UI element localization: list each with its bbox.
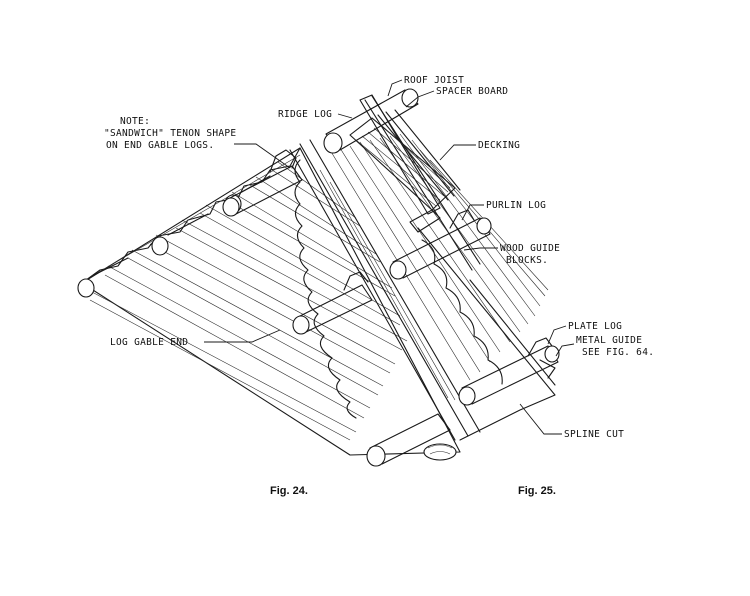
purlin-log-left [292,271,373,335]
fig-24-caption: Fig. 24. [270,485,308,497]
spline-cut-label: SPLINE CUT [564,429,624,440]
ridge-log-label: RIDGE LOG [278,109,332,120]
roof-rafter-assembly [289,95,556,441]
log-gable-end-label: LOG GABLE END [110,337,188,348]
scalloped-log-ends [294,159,503,419]
spacer-board-label: SPACER BOARD [436,86,508,97]
leader-lines [204,79,575,435]
bottom-log [366,413,457,467]
upper-purlin-log [222,149,303,217]
wood-guide-label-2: BLOCKS. [506,255,548,266]
plate-log-label: PLATE LOG [568,321,622,332]
log-end [151,236,169,256]
purlin-log-label: PURLIN LOG [486,200,546,211]
metal-guide-label-1: METAL GUIDE [576,335,642,346]
log-gable-end-wall [77,147,461,456]
labels: NOTE: "SANDWICH" TENON SHAPE ON END GABL… [104,75,654,440]
metal-guide-label-2: SEE FIG. 64. [582,347,654,358]
note-line-2: "SANDWICH" TENON SHAPE [104,128,236,139]
ridge-log-end [323,132,343,154]
ridge-log [323,88,419,154]
note-line-3: ON END GABLE LOGS. [106,140,214,151]
roof-joist-label: ROOF JOIST [404,75,464,86]
log-end [77,278,95,298]
purlin-log-right [389,209,492,280]
ridge-detail [349,94,461,233]
wood-guide-label-1: WOOD GUIDE [500,243,560,254]
fig-25-caption: Fig. 25. [518,485,556,497]
note-line-1: NOTE: [120,116,150,127]
plate-log [458,337,560,406]
decking-label: DECKING [478,140,520,151]
